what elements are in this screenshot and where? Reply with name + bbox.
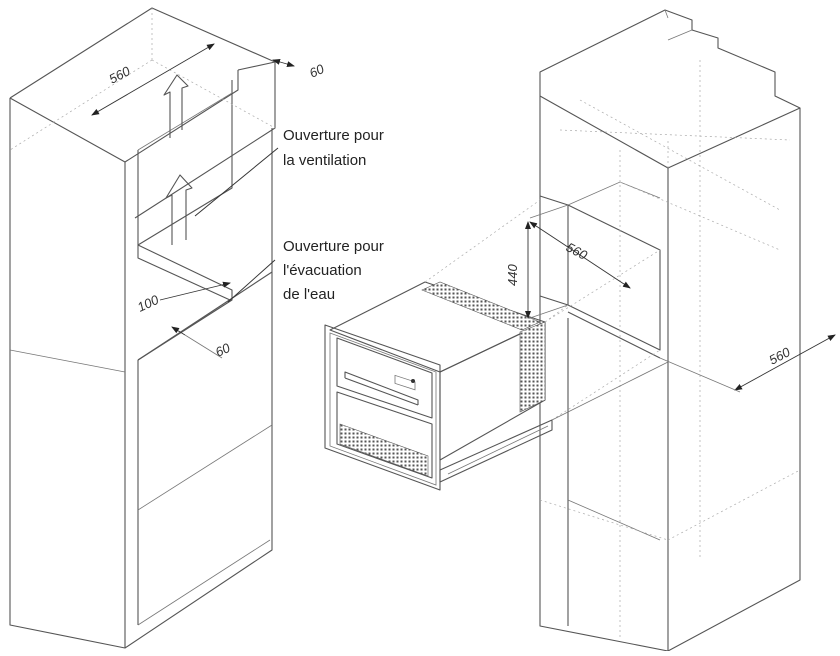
label-evacuation-line3: de l'eau [283, 286, 335, 303]
vent-grille-side [519, 321, 546, 413]
dim-left-bottom-gap: 60 [213, 340, 233, 360]
right-dimensions [525, 221, 836, 393]
label-ventilation: Ouverture pour la ventilation [283, 127, 388, 169]
dim-right-height: 440 [505, 264, 520, 286]
dim-right-depth: 560 [766, 344, 793, 368]
label-evacuation-line1: Ouverture pour [283, 238, 384, 255]
label-ventilation-line1: Ouverture pour [283, 127, 384, 144]
vent-grille-top [421, 281, 541, 331]
label-evacuation-line2: l'évacuation [283, 262, 362, 279]
control-panel [394, 374, 416, 391]
projection-lines [424, 199, 669, 421]
warming-drawer [324, 281, 553, 491]
drawer-handle [344, 371, 419, 406]
control-knob-icon [411, 379, 415, 383]
ventilation-arrow-middle [165, 174, 193, 245]
drawer-rail [439, 419, 553, 483]
left-dimensions [91, 43, 295, 359]
leader-evacuation [227, 259, 276, 303]
ventilation-arrow-top [163, 74, 189, 138]
label-evacuation: Ouverture pour l'évacuation de l'eau [283, 238, 388, 303]
dim-left-width: 560 [106, 63, 133, 87]
label-ventilation-line2: la ventilation [283, 152, 366, 169]
dim-left-top-gap: 60 [307, 61, 327, 81]
dim-left-depth: 100 [135, 292, 162, 315]
leader-ventilation [194, 147, 279, 217]
right-cabinet [539, 9, 801, 652]
left-cabinet [9, 7, 276, 649]
vent-grille-front [339, 423, 429, 477]
